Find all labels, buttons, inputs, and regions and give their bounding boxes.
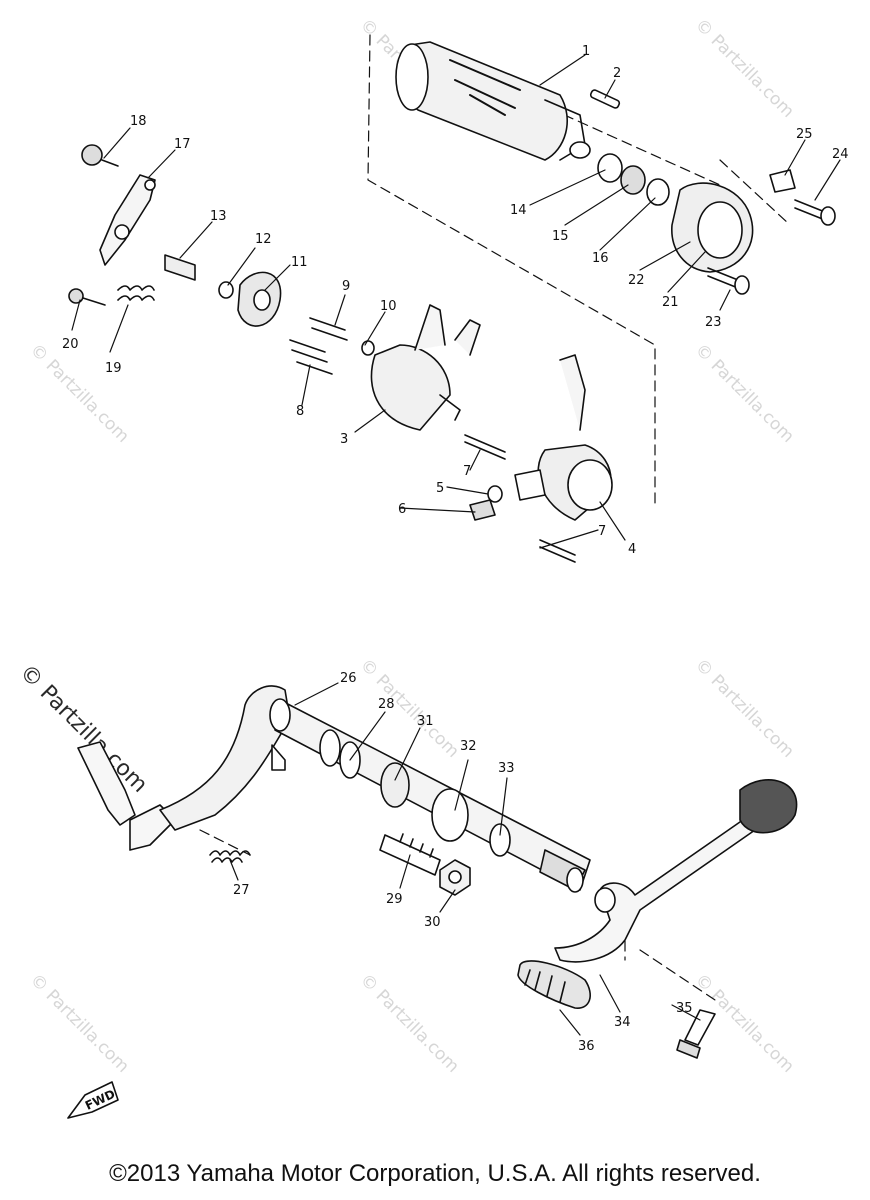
callout: 31: [417, 714, 434, 729]
copyright-footer: ©2013 Yamaha Motor Corporation, U.S.A. A…: [109, 1160, 761, 1187]
drum-cover: [671, 182, 754, 273]
callout: 9: [342, 279, 350, 294]
callout: 1: [582, 44, 590, 59]
callout: 33: [498, 761, 515, 776]
pin: [589, 89, 621, 109]
fwd-arrow: [67, 1081, 119, 1119]
callout: 16: [592, 251, 609, 266]
shift-pins: [289, 317, 375, 375]
leader-lines-lower: [229, 682, 701, 1036]
callout: 12: [255, 232, 272, 247]
stopper-lever: [81, 144, 156, 266]
return-spring: [209, 850, 251, 863]
shift-pedal: [554, 779, 798, 963]
callout: 15: [552, 229, 569, 244]
pedal-bolt: [676, 1009, 716, 1059]
spring-pin: [379, 833, 471, 896]
callout: 14: [510, 203, 527, 218]
shift-shaft: [269, 698, 591, 893]
callout: 34: [614, 1015, 631, 1030]
bearing-set: [597, 153, 670, 206]
callout: 29: [386, 892, 403, 907]
callout: 30: [424, 915, 441, 930]
callout: 4: [628, 542, 636, 557]
shift-fork-4: [514, 354, 613, 521]
callout: 8: [296, 404, 304, 419]
callout: 26: [340, 671, 357, 686]
callout: 20: [62, 337, 79, 352]
callout: 28: [378, 697, 395, 712]
callout: 10: [380, 299, 397, 314]
callout: 3: [340, 432, 348, 447]
callout: 5: [436, 481, 444, 496]
shift-arm: [77, 685, 291, 851]
shift-fork-3: [370, 304, 481, 431]
callout: 19: [105, 361, 122, 376]
callout: 36: [578, 1039, 595, 1054]
callout: 23: [705, 315, 722, 330]
callout: 27: [233, 883, 250, 898]
callout: 7: [463, 464, 471, 479]
callout: 6: [398, 502, 406, 517]
callout: 11: [291, 255, 308, 270]
callout: 13: [210, 209, 227, 224]
callout: 7: [598, 524, 606, 539]
callout: 35: [676, 1001, 693, 1016]
callout: 21: [662, 295, 679, 310]
callout: 2: [613, 66, 621, 81]
leader-lines: [71, 54, 841, 549]
shift-drum: [395, 41, 591, 161]
callout: 32: [460, 739, 477, 754]
callout: 22: [628, 273, 645, 288]
screws: [707, 169, 836, 295]
callout: 24: [832, 147, 849, 162]
pedal-rubber: [517, 960, 591, 1009]
callout: 18: [130, 114, 147, 129]
plate-assembly: [164, 254, 282, 327]
spring-bolt: [68, 285, 155, 306]
cam-followers: [464, 434, 576, 563]
callout: 25: [796, 127, 813, 142]
callout: 17: [174, 137, 191, 152]
